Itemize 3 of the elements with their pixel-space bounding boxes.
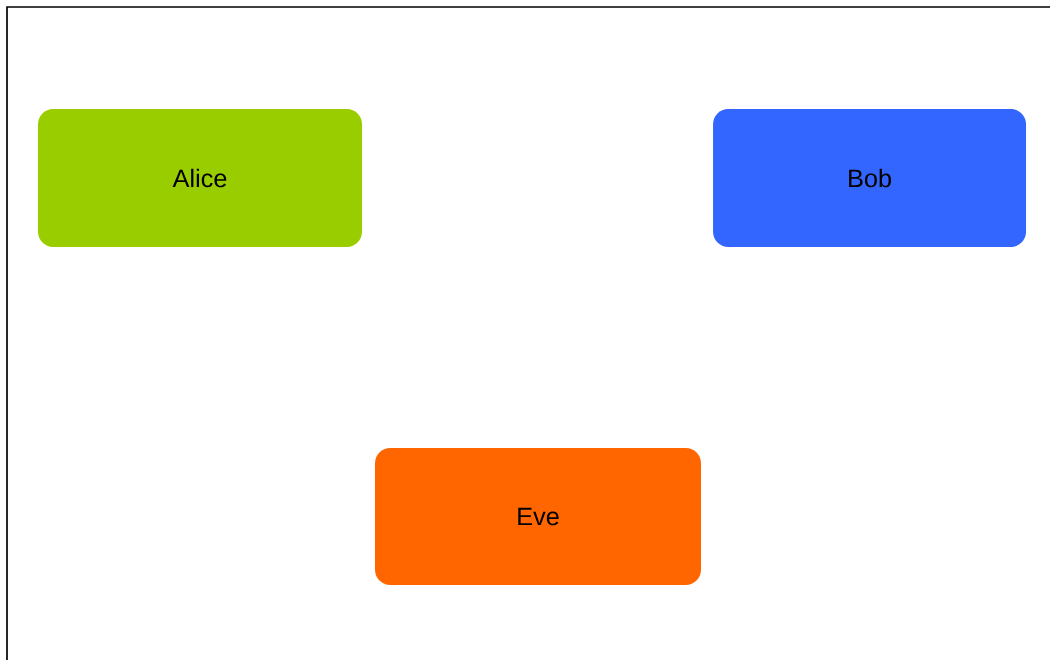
name-box: Alice [38,109,362,247]
name-box: Eve [375,448,701,586]
name-box: Bob [713,109,1027,247]
